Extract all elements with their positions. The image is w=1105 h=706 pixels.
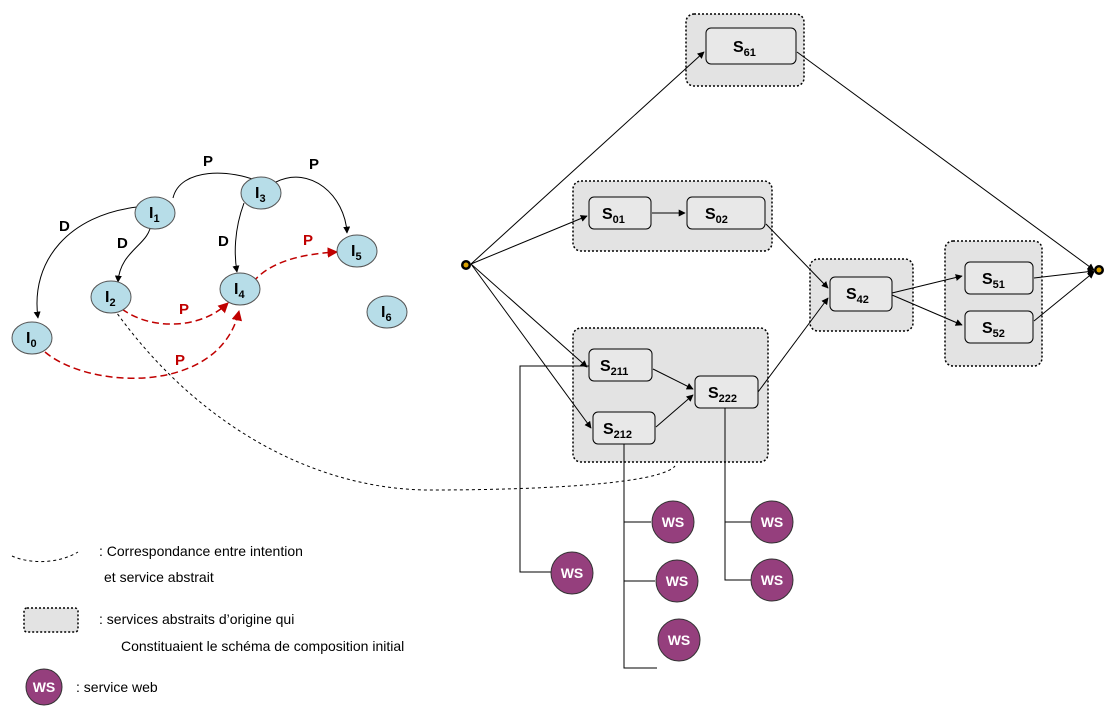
edge-label-i0-i4: P (175, 352, 185, 369)
svg-text:I3: I3 (255, 185, 266, 205)
intention-edges-dashed (44, 247, 339, 379)
service-node-s211: S211 (588, 348, 653, 382)
intention-node-i5: I5 (336, 234, 378, 268)
service-node-s01: S01 (588, 196, 652, 230)
legend-correspondence-line1: : Correspondance entre intention (99, 543, 303, 559)
svg-text:WS: WS (761, 514, 784, 530)
edge-label-i3-i5: P (309, 156, 319, 173)
intention-node-i1: I1 (134, 196, 176, 230)
legend-dotted-curve-icon (11, 551, 79, 563)
svg-text:S42: S42 (846, 286, 869, 306)
svg-text:I0: I0 (26, 330, 37, 350)
legend-correspondence-line2: et service abstrait (104, 569, 214, 585)
ws-node-6: WS (750, 558, 794, 602)
ws-node-5: WS (750, 500, 794, 544)
edge-label-i1-i3: P (203, 153, 213, 170)
end-node-inner (1096, 267, 1102, 273)
svg-text:I5: I5 (351, 243, 362, 263)
svg-text:I1: I1 (149, 205, 160, 225)
svg-text:S222: S222 (708, 385, 737, 405)
service-edges (470, 51, 1095, 429)
svg-text:WS: WS (662, 514, 685, 530)
legend-ws-icon: WS (25, 668, 63, 706)
legend-web-service: : service web (76, 679, 158, 695)
ws-node-2: WS (651, 500, 695, 544)
edge-label-i2-i4: P (179, 301, 189, 318)
edge-label-i1-i0: D (59, 218, 70, 235)
ws-connectors (519, 365, 751, 669)
correspondence-curve (113, 308, 676, 491)
svg-text:WS: WS (761, 572, 784, 588)
svg-text:S01: S01 (602, 206, 625, 226)
svg-text:WS: WS (33, 679, 56, 695)
service-node-s02: S02 (686, 196, 766, 230)
svg-text:S52: S52 (982, 320, 1005, 340)
service-node-s212: S212 (592, 411, 656, 445)
svg-text:WS: WS (668, 632, 691, 648)
start-node-inner (463, 262, 469, 268)
intention-node-i4: I4 (219, 272, 261, 306)
ws-node-4: WS (657, 618, 701, 662)
svg-text:I4: I4 (234, 281, 245, 301)
group-s51-s52 (944, 240, 1043, 367)
ws-node-1: WS (550, 551, 594, 595)
svg-text:S02: S02 (705, 206, 728, 226)
legend-dotted-box-icon (23, 607, 79, 633)
legend-abstract-line1: : services abstraits d’origine qui (99, 611, 294, 627)
edge-label-i4-i5: P (303, 232, 313, 249)
service-node-s51: S51 (964, 261, 1034, 295)
svg-text:S212: S212 (603, 421, 632, 441)
intention-node-i0: I0 (11, 321, 53, 355)
service-node-s42: S42 (829, 276, 893, 312)
edge-label-i3-i4: D (218, 233, 229, 250)
svg-text:S61: S61 (733, 39, 756, 59)
svg-text:WS: WS (561, 565, 584, 581)
svg-text:I2: I2 (105, 289, 116, 309)
service-node-s222: S222 (694, 375, 759, 409)
intention-edges-solid (33, 172, 351, 319)
svg-text:I6: I6 (381, 304, 392, 324)
legend-abstract-line2: Constituaient le schéma de composition i… (121, 638, 404, 654)
intention-node-i3: I3 (240, 176, 282, 210)
service-node-s52: S52 (964, 310, 1034, 344)
intention-node-i6: I6 (366, 295, 408, 329)
intention-node-i2: I2 (90, 280, 132, 314)
svg-text:S51: S51 (982, 271, 1005, 291)
svg-text:WS: WS (666, 573, 689, 589)
ws-node-3: WS (655, 559, 699, 603)
service-node-s61: S61 (705, 27, 797, 65)
edge-label-i1-i2: D (117, 235, 128, 252)
svg-text:S211: S211 (600, 358, 628, 378)
